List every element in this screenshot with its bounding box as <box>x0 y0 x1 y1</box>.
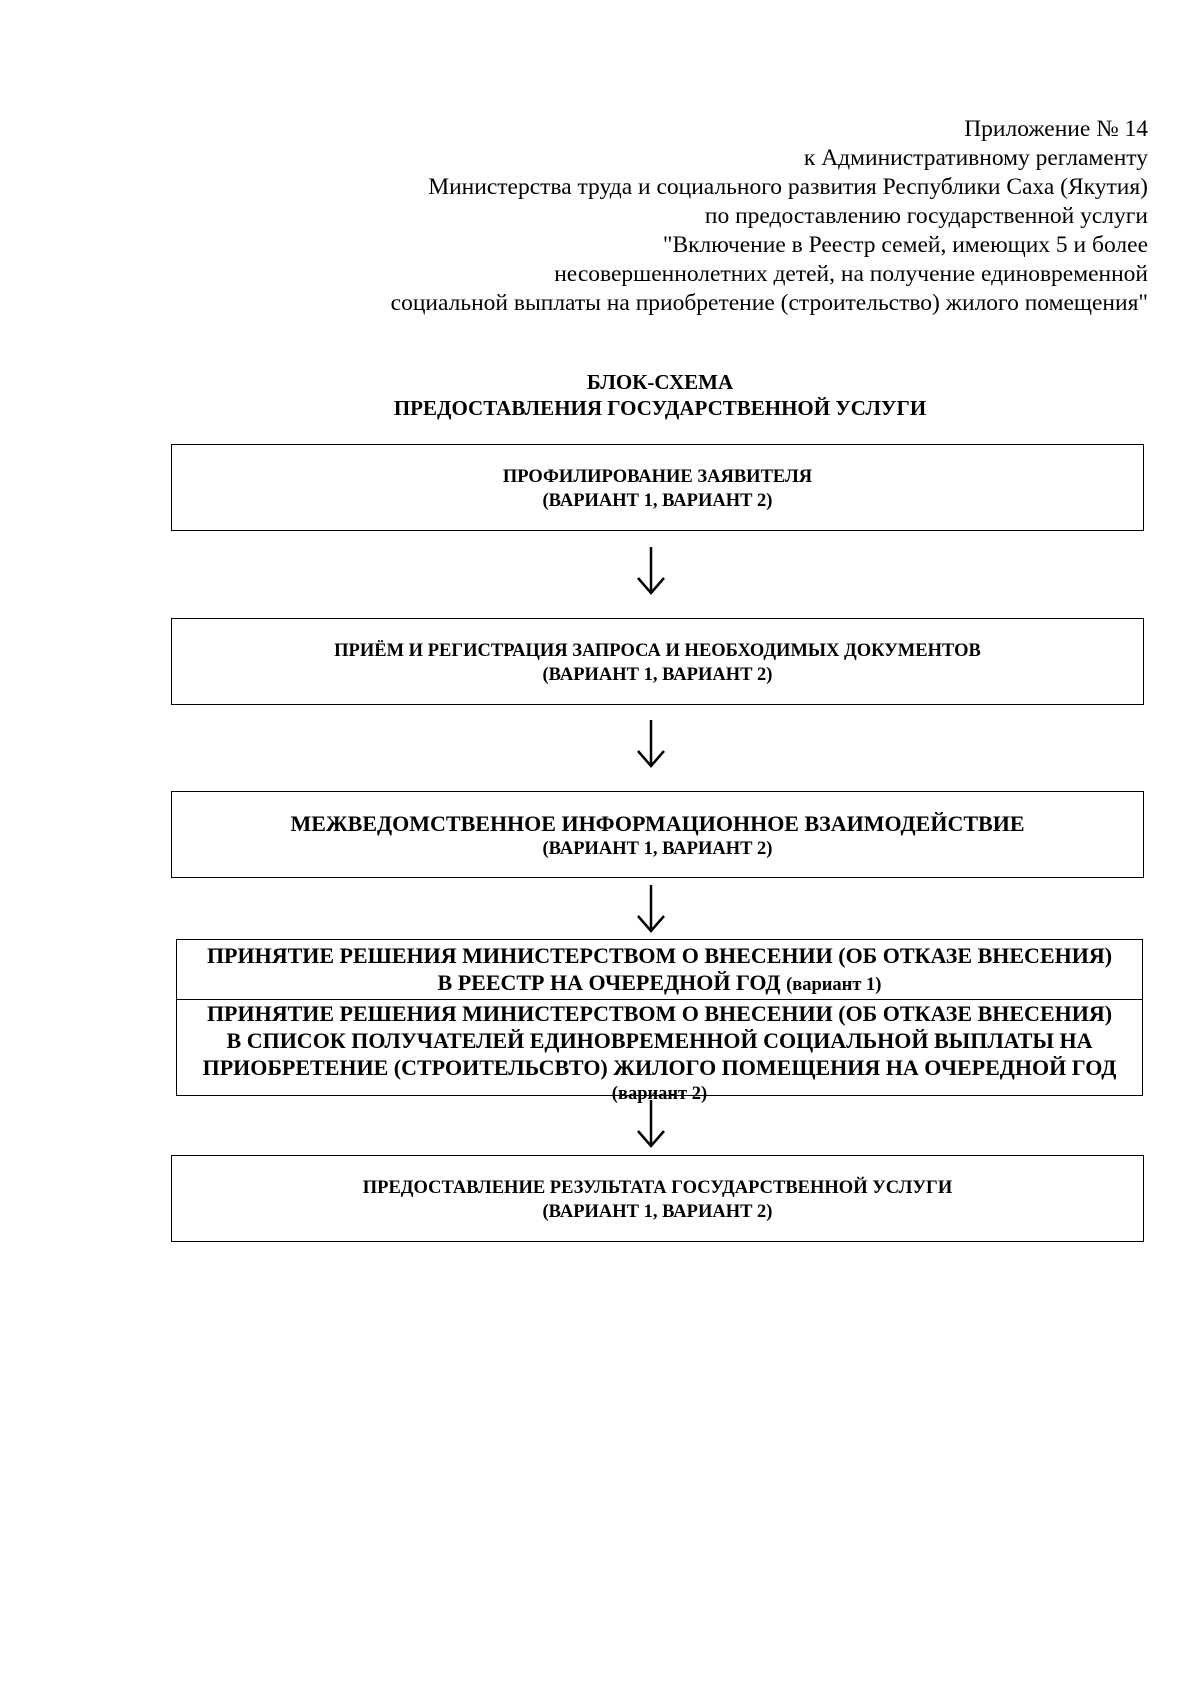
variant-note: (вариант 1) <box>786 975 882 995</box>
header-line: "Включение в Реестр семей, имеющих 5 и б… <box>662 232 1148 258</box>
down-arrow-icon <box>637 885 665 933</box>
decision-line: ПРИНЯТИЕ РЕШЕНИЯ МИНИСТЕРСТВОМ О ВНЕСЕНИ… <box>206 1001 1113 1026</box>
step-variant: (ВАРИАНТ 1, ВАРИАНТ 2) <box>542 1202 773 1222</box>
step-variant: (ВАРИАНТ 1, ВАРИАНТ 2) <box>542 491 773 511</box>
header-line: Приложение № 14 <box>964 116 1148 142</box>
step-box-interagency: МЕЖВЕДОМСТВЕННОЕ ИНФОРМАЦИОННОЕ ВЗАИМОДЕ… <box>171 791 1144 878</box>
decision-line-text: В РЕЕСТР НА ОЧЕРЕДНОЙ ГОД <box>437 970 781 995</box>
down-arrow-icon <box>637 720 665 768</box>
step-title: ПРИЁМ И РЕГИСТРАЦИЯ ЗАПРОСА И НЕОБХОДИМЫ… <box>334 641 981 661</box>
title-line: БЛОК-СХЕМА <box>586 370 734 394</box>
decision-line: В СПИСОК ПОЛУЧАТЕЛЕЙ ЕДИНОВРЕМЕННОЙ СОЦИ… <box>226 1028 1093 1053</box>
title-line: ПРЕДОСТАВЛЕНИЯ ГОСУДАРСТВЕННОЙ УСЛУГИ <box>393 396 927 420</box>
down-arrow-icon <box>637 1100 665 1148</box>
decision-line: ПРИНЯТИЕ РЕШЕНИЯ МИНИСТЕРСТВОМ О ВНЕСЕНИ… <box>206 943 1113 968</box>
header-line: по предоставлению государственной услуги <box>704 203 1148 229</box>
step-variant: (ВАРИАНТ 1, ВАРИАНТ 2) <box>542 839 773 859</box>
step-title: ПРЕДОСТАВЛЕНИЕ РЕЗУЛЬТАТА ГОСУДАРСТВЕННО… <box>362 1178 953 1198</box>
decision-line: В РЕЕСТР НА ОЧЕРЕДНОЙ ГОД (вариант 1) <box>177 969 1142 999</box>
decision-line: ПРИОБРЕТЕНИЕ (СТРОИТЕЛЬСВТО) ЖИЛОГО ПОМЕ… <box>202 1055 1117 1080</box>
header-line: к Административному регламенту <box>803 145 1148 171</box>
step-variant: (ВАРИАНТ 1, ВАРИАНТ 2) <box>542 665 773 685</box>
decision-list-part: ПРИНЯТИЕ РЕШЕНИЯ МИНИСТЕРСТВОМ О ВНЕСЕНИ… <box>177 999 1142 1108</box>
flowchart-title: БЛОК-СХЕМА ПРЕДОСТАВЛЕНИЯ ГОСУДАРСТВЕННО… <box>160 369 1160 421</box>
header-line: Министерства труда и социального развити… <box>428 174 1148 200</box>
step-box-decision: ПРИНЯТИЕ РЕШЕНИЯ МИНИСТЕРСТВОМ О ВНЕСЕНИ… <box>176 939 1143 1104</box>
step-title: МЕЖВЕДОМСТВЕННОЕ ИНФОРМАЦИОННОЕ ВЗАИМОДЕ… <box>290 811 1025 836</box>
step-box-result: ПРЕДОСТАВЛЕНИЕ РЕЗУЛЬТАТА ГОСУДАРСТВЕННО… <box>171 1155 1144 1242</box>
step-box-profiling: ПРОФИЛИРОВАНИЕ ЗАЯВИТЕЛЯ (ВАРИАНТ 1, ВАР… <box>171 444 1144 531</box>
step-box-reception: ПРИЁМ И РЕГИСТРАЦИЯ ЗАПРОСА И НЕОБХОДИМЫ… <box>171 618 1144 705</box>
step-title: ПРОФИЛИРОВАНИЕ ЗАЯВИТЕЛЯ <box>502 467 813 487</box>
decision-registry-part: ПРИНЯТИЕ РЕШЕНИЯ МИНИСТЕРСТВОМ О ВНЕСЕНИ… <box>177 942 1142 999</box>
header-line: социальной выплаты на приобретение (стро… <box>390 290 1148 316</box>
variant-note: (вариант 2) <box>611 1084 708 1104</box>
down-arrow-icon <box>637 547 665 595</box>
header-line: несовершеннолетних детей, на получение е… <box>554 261 1148 287</box>
appendix-header: Приложение № 14 к Административному регл… <box>248 115 1148 318</box>
